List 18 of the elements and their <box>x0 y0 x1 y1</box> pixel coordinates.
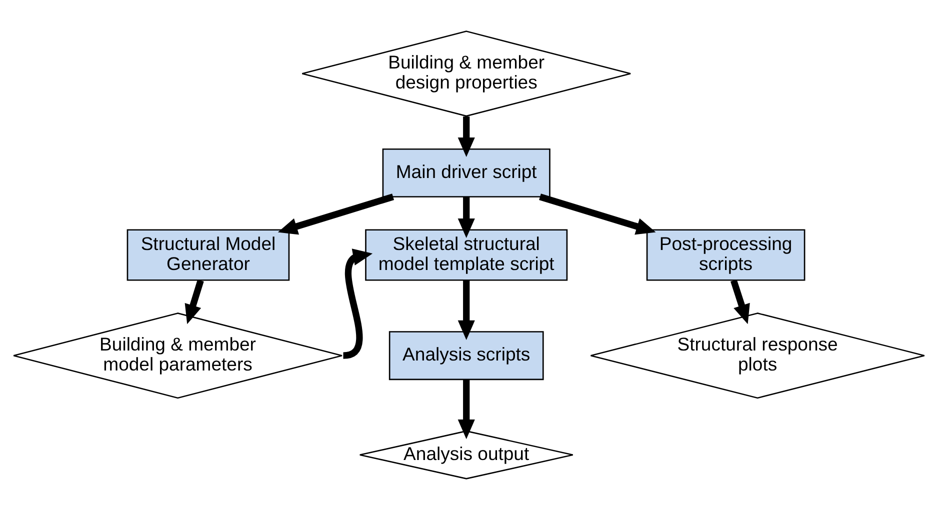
node-box: Post-processing scripts <box>646 229 806 281</box>
arrow <box>458 280 475 340</box>
node-diamond: Analysis output <box>359 430 574 480</box>
arrow <box>184 280 204 324</box>
node-box: Skeletal structural model template script <box>365 229 568 281</box>
node-diamond: Building & member model parameters <box>12 312 343 399</box>
arrow <box>730 280 750 324</box>
arrow <box>539 194 656 235</box>
node-diamond: Building & member design properties <box>302 30 632 117</box>
node-box: Analysis scripts <box>388 331 544 380</box>
arrow <box>278 194 394 235</box>
arrow <box>342 248 373 359</box>
arrow <box>458 380 475 440</box>
arrow <box>458 116 475 157</box>
node-box: Main driver script <box>382 148 550 198</box>
arrow <box>458 196 475 238</box>
node-diamond: Structural response plots <box>590 312 926 399</box>
node-box: Structural Model Generator <box>126 229 290 281</box>
